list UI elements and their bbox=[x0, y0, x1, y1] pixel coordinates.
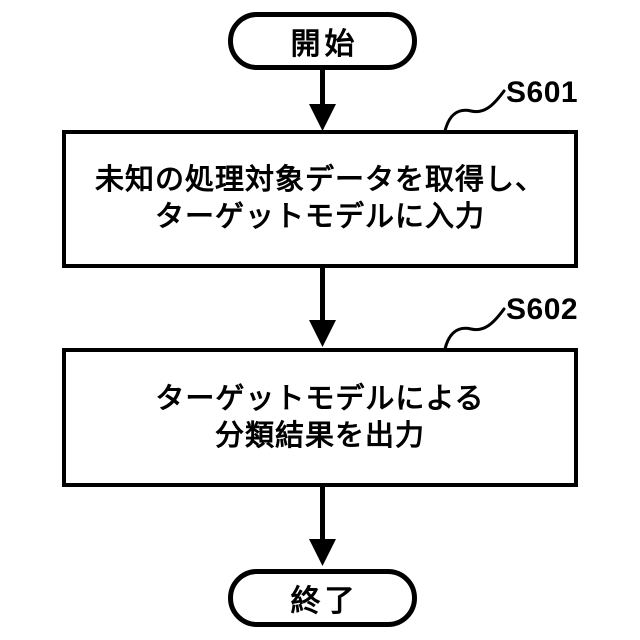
step1-text-line1: 未知の処理対象データを取得し、 bbox=[94, 164, 545, 196]
end-node-label: 終了 bbox=[290, 585, 359, 618]
step2-leader-squiggle bbox=[443, 307, 506, 351]
step1-leader-squiggle bbox=[443, 89, 506, 133]
step-id-s602: S602 bbox=[506, 293, 579, 326]
arrow-step1-to-step2 bbox=[309, 266, 336, 347]
process-step-s602: ターゲットモデルによる 分類結果を出力 bbox=[62, 348, 578, 487]
step2-text-line1: ターゲットモデルによる bbox=[155, 382, 485, 415]
arrow-start-to-step1 bbox=[309, 68, 336, 131]
end-node: 終了 bbox=[228, 569, 417, 627]
arrow-step2-to-end bbox=[309, 485, 336, 566]
step2-text-line2: 分類結果を出力 bbox=[214, 419, 425, 452]
step1-text-line2: ターゲットモデルに入力 bbox=[154, 201, 485, 233]
process-step-s601: 未知の処理対象データを取得し、 ターゲットモデルに入力 bbox=[62, 130, 578, 268]
start-node: 開始 bbox=[228, 12, 417, 70]
start-node-label: 開始 bbox=[290, 28, 359, 61]
step-id-s601: S601 bbox=[506, 76, 579, 109]
